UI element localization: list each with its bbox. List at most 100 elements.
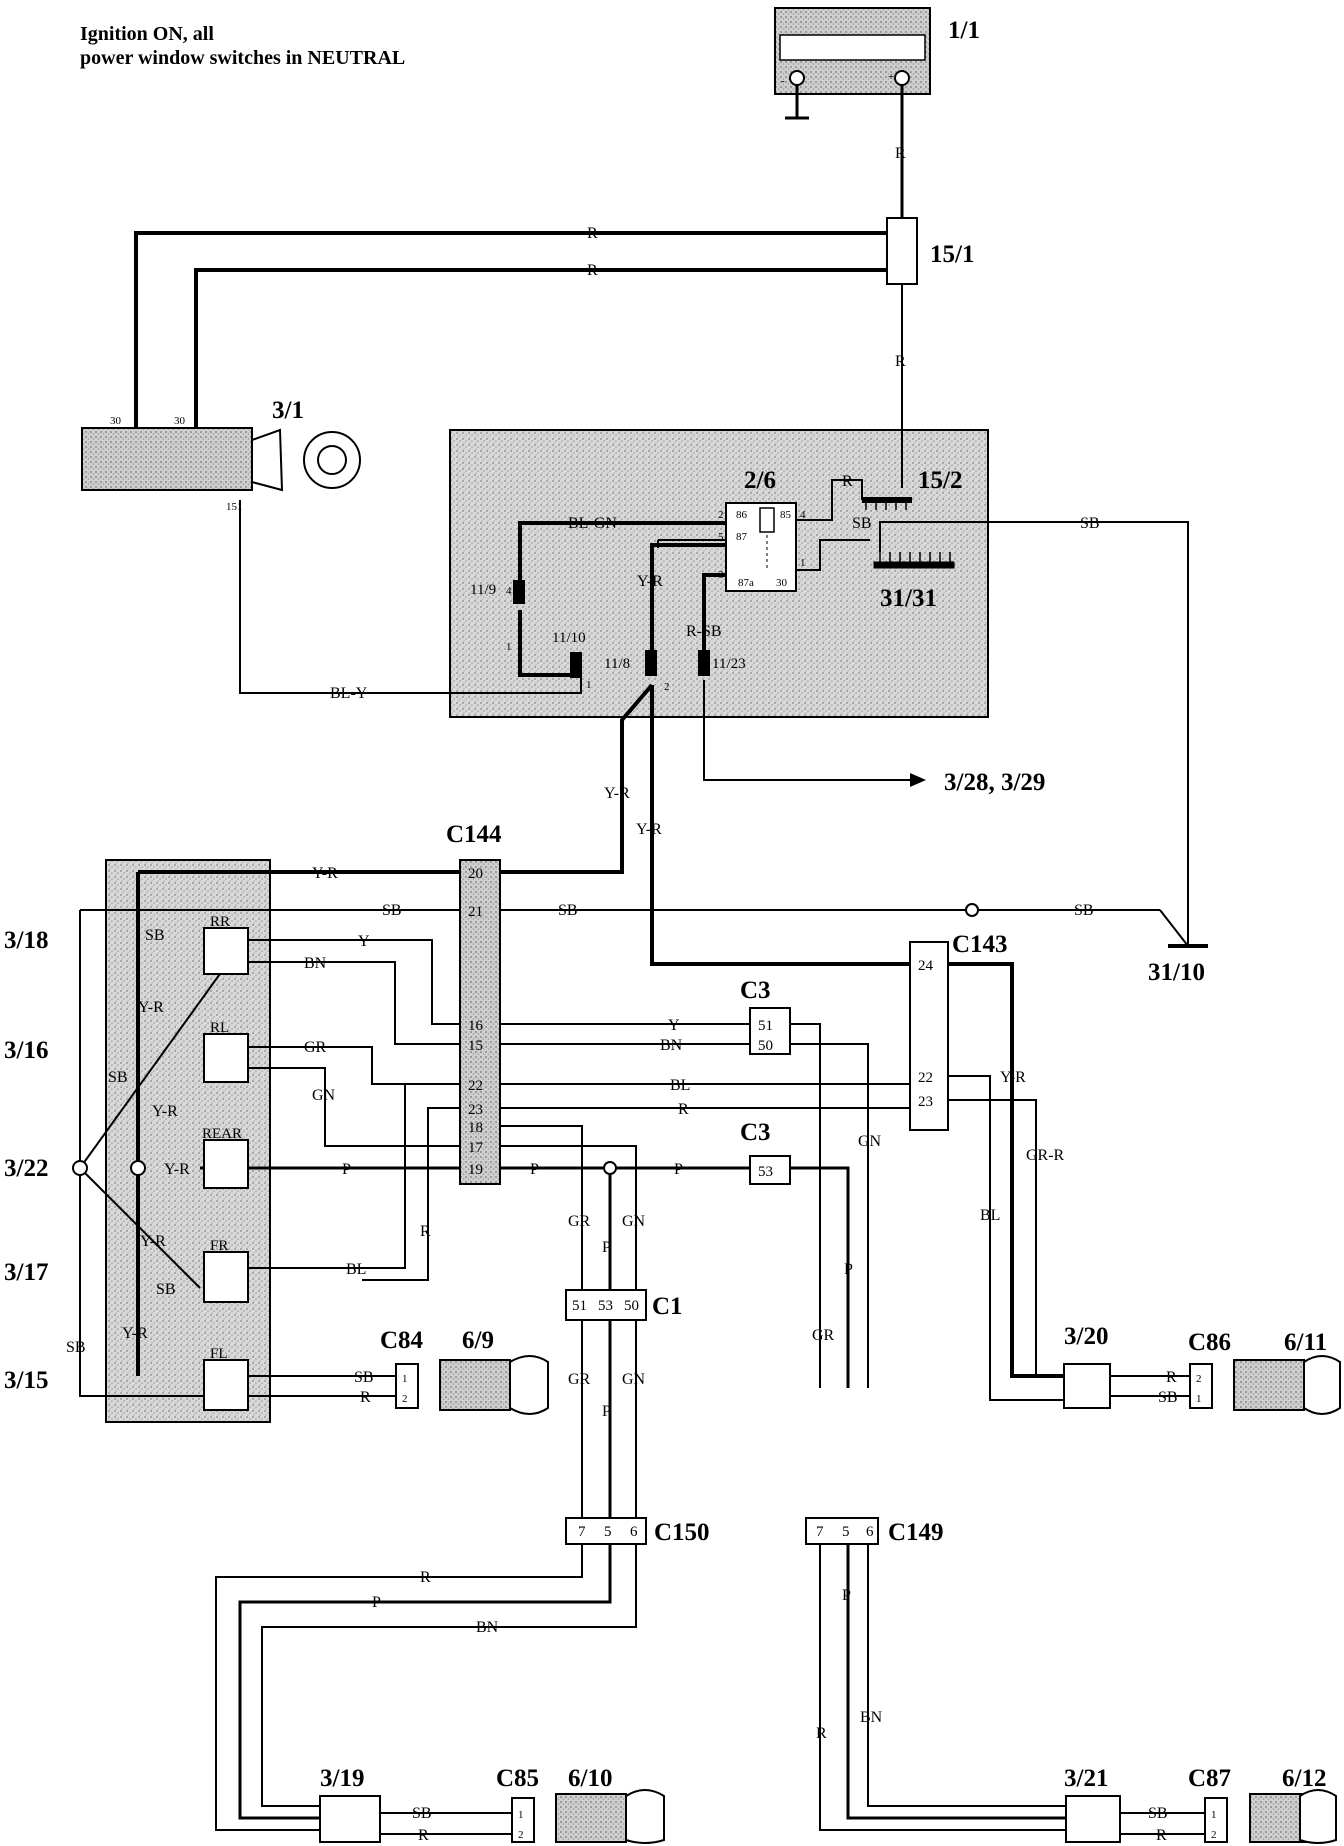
wire-label: Y-R (636, 821, 662, 838)
conn-pin: 4 (506, 585, 512, 597)
switch-3-21 (1065, 1795, 1121, 1843)
wire-label: GN (858, 1133, 882, 1150)
switch-rr (203, 927, 249, 975)
c85-connector (511, 1797, 535, 1843)
label-fl: FL (210, 1346, 228, 1362)
label-3-16: 3/16 (4, 1037, 48, 1064)
wire-label: BN (860, 1709, 883, 1726)
label-6-10: 6/10 (568, 1765, 612, 1792)
wire-label: GR (568, 1371, 591, 1388)
relay-pin: 86 (736, 509, 748, 521)
label-31-31: 31/31 (880, 585, 937, 612)
label-c149: C149 (888, 1519, 944, 1546)
svg-text:-: - (781, 75, 785, 87)
wire-label: SB (1148, 1805, 1168, 1822)
battery: - + (774, 7, 931, 120)
wire-label: R (587, 225, 598, 242)
c85-pin: 1 (518, 1809, 524, 1821)
c86-pin: 1 (1196, 1393, 1202, 1405)
wire-label: BN (304, 955, 327, 972)
wire-label: P (842, 1587, 851, 1604)
wire-label: SB (412, 1805, 432, 1822)
wire-label: Y-R (604, 785, 630, 802)
relay-coil (759, 507, 775, 533)
wire-label: Y-R (122, 1325, 148, 1342)
note-line-2: power window switches in NEUTRAL (80, 47, 406, 69)
c144-pin: 22 (468, 1078, 483, 1094)
c86-pin: 2 (1196, 1373, 1202, 1385)
label-11-8: 11/8 (604, 656, 630, 672)
c149-pin: 7 (816, 1524, 824, 1540)
label-c143: C143 (952, 931, 1008, 958)
connector-11-23 (698, 650, 710, 676)
label-15-2: 15/2 (918, 467, 962, 494)
c143-pin: 24 (918, 958, 934, 974)
wire-label: GN (622, 1213, 646, 1230)
label-11-9: 11/9 (470, 582, 496, 598)
wire-label: R (587, 262, 598, 279)
wire-label: GN (622, 1371, 646, 1388)
c144-pin: 21 (468, 904, 483, 920)
conn-pin: 2 (664, 681, 670, 693)
c144-pin: 19 (468, 1162, 483, 1178)
motor-6-11 (1233, 1359, 1305, 1411)
splice-icon (72, 1160, 88, 1176)
c84-pin: 2 (402, 1393, 408, 1405)
c3-pin: 53 (758, 1164, 773, 1180)
c1-pin: 53 (598, 1298, 613, 1314)
label-3-22: 3/22 (4, 1155, 48, 1182)
wire-label: SB (1080, 515, 1100, 532)
wire-label: Y-R (164, 1161, 190, 1178)
wire-label: Y-R (138, 999, 164, 1016)
label-rr: RR (210, 914, 230, 930)
wire-label: R (418, 1827, 429, 1844)
wire-label: BL-Y (330, 685, 368, 702)
motor-6-10 (555, 1793, 627, 1843)
c144-pin: 17 (468, 1140, 484, 1156)
wire-label: R (1156, 1827, 1167, 1844)
label-6-11: 6/11 (1284, 1329, 1327, 1356)
c3-pin: 50 (758, 1038, 773, 1054)
c144-block (459, 859, 501, 1185)
wire-label: SB (1074, 902, 1094, 919)
label-c3-a: C3 (740, 977, 771, 1004)
wire-label: R (360, 1389, 371, 1406)
wire-label: Y-R (152, 1103, 178, 1120)
label-2-6: 2/6 (744, 467, 776, 494)
connector-11-8 (645, 650, 657, 676)
wire-label: GR (812, 1327, 835, 1344)
c149-pin: 5 (842, 1524, 850, 1540)
wire-label: SB (1158, 1389, 1178, 1406)
wire-label: BL-GN (568, 515, 617, 532)
wire-label: GR (304, 1039, 327, 1056)
c144-pin: 16 (468, 1018, 484, 1034)
wire-label: R (420, 1569, 431, 1586)
relay-pin: 87 (736, 531, 748, 543)
wire-label: R (1166, 1369, 1177, 1386)
label-3-1: 3/1 (272, 397, 304, 424)
wire-label: P (602, 1239, 611, 1256)
c84-pin: 1 (402, 1373, 408, 1385)
label-3-15: 3/15 (4, 1367, 48, 1394)
wire-label: SB (66, 1339, 86, 1356)
label-3-17: 3/17 (4, 1259, 48, 1286)
ign-pin: 151 (226, 501, 243, 513)
conn-pin: 1 (586, 679, 592, 691)
wire-label: R (678, 1101, 689, 1118)
wire-label: Y-R (140, 1233, 166, 1250)
c150-pin: 7 (578, 1524, 586, 1540)
label-rl: RL (210, 1020, 229, 1036)
wire-label: P (844, 1261, 853, 1278)
wire-label: SB (108, 1069, 128, 1086)
c87-pin: 1 (1211, 1809, 1217, 1821)
relay-num: 5 (718, 531, 724, 543)
label-rear: REAR (202, 1126, 242, 1142)
relay-num: 2 (718, 509, 724, 521)
c150-connector (565, 1517, 647, 1545)
motor-6-10-end (625, 1789, 665, 1844)
c149-connector (805, 1517, 879, 1545)
wire-label: Y-R (637, 573, 663, 590)
wire-label: SB (145, 927, 165, 944)
wire-label: SB (382, 902, 402, 919)
wire-label: GN (312, 1087, 336, 1104)
